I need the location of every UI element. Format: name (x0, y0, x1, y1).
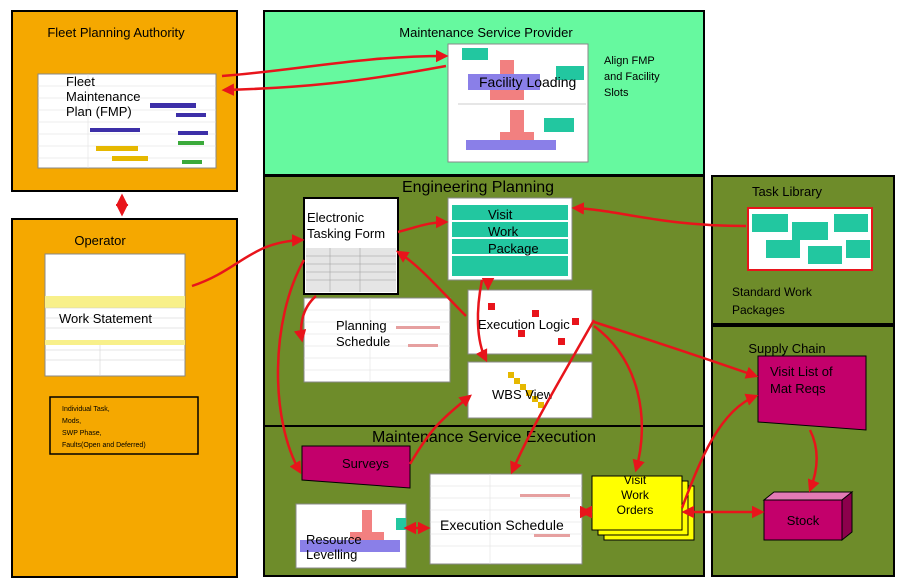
wbs-view-chart (467, 361, 593, 419)
facility-loading-chart (447, 43, 589, 163)
tasking-form-label-line-1: Electronic (307, 210, 365, 225)
work-orders-label-line-2: Work (621, 488, 650, 502)
arrow-surveys-to-wbs (408, 394, 472, 465)
work-orders-label-line-1: Visit (624, 473, 647, 487)
msp-title: Maintenance Service Provider (399, 25, 573, 40)
planning-schedule-label-line-1: Planning (336, 318, 387, 333)
stock-box (762, 490, 854, 542)
align-note-line-2: and Facility (604, 71, 660, 83)
standard-packages-label-line-1: Standard Work (732, 285, 813, 299)
surveys-label: Surveys (342, 456, 389, 471)
work-orders-label-line-3: Orders (617, 503, 654, 517)
operator-title: Operator (74, 233, 126, 248)
arrow-visit-to-wbs (475, 279, 488, 363)
execution-schedule-document (429, 473, 583, 565)
standard-work-packages-card (747, 207, 873, 271)
connectors (115, 49, 820, 535)
arrow-logic-to-tasking-form (395, 250, 467, 317)
arrow-tasking-to-surveys (276, 259, 306, 475)
fmp-document (37, 73, 217, 169)
execution-logic-label: Execution Logic (478, 317, 570, 332)
arrow-facility-to-fmp (221, 64, 447, 96)
surveys-document (301, 445, 411, 489)
resource-levelling-label-line-1: Resource (306, 532, 362, 547)
visit-package-label-line-2: Work (488, 224, 519, 239)
arrow-work-orders-to-mat-reqs (680, 393, 759, 509)
task-library-title: Task Library (752, 184, 823, 199)
operator-note-2: Mods, (62, 418, 81, 425)
mat-reqs-label-line-1: Visit List of (770, 364, 833, 379)
standard-packages-label-line-2: Packages (732, 303, 785, 317)
operator-note-1: Individual Task, (62, 406, 110, 413)
arrow-tasking-to-visit-package (397, 215, 449, 234)
operator-note-3: SWP Phase, (62, 430, 102, 437)
planning-schedule-label-line-2: Schedule (336, 334, 390, 349)
arrow-logic-to-execution-schedule (510, 319, 596, 475)
tasking-form-label-line-2: Tasking Form (307, 226, 385, 241)
electronic-tasking-form (303, 197, 399, 295)
execution-logic-diagram (467, 289, 593, 355)
visit-work-orders-stack (591, 475, 695, 541)
align-note-line-1: Align FMP (604, 55, 655, 67)
arrow-library-to-visit-package (571, 202, 747, 228)
fmp-label-line-1: Fleet (66, 74, 95, 89)
visit-work-package (447, 197, 573, 281)
mat-reqs-label-line-2: Mat Reqs (770, 381, 826, 396)
operator-notes-box (49, 396, 199, 455)
arrow-fmp-to-facility (221, 49, 449, 78)
mse-title: Maintenance Service Execution (372, 429, 596, 446)
supply-chain-title: Supply Chain (748, 341, 825, 356)
visit-package-label-line-3: Package (488, 241, 539, 256)
operator-note-4: Faults(Open and Deferred) (62, 442, 146, 449)
fpa-title: Fleet Planning Authority (47, 25, 185, 40)
planning-schedule-document (303, 297, 451, 383)
arrow-logic-to-work-orders (593, 324, 645, 473)
resource-levelling-chart (295, 503, 407, 569)
resource-levelling-label-line-2: Levelling (306, 547, 357, 562)
work-statement-label: Work Statement (59, 311, 152, 326)
work-statement-document (44, 253, 186, 377)
arrow-mat-reqs-to-stock (807, 429, 820, 493)
arrow-tasking-to-planning (293, 295, 317, 343)
align-note-line-3: Slots (604, 87, 629, 99)
facility-loading-label: Facility Loading (479, 74, 576, 90)
fmp-label-line-3: Plan (FMP) (66, 104, 132, 119)
arrow-operator-to-tasking-form (191, 234, 305, 288)
wbs-view-label: WBS View (492, 387, 554, 402)
fmp-label-line-2: Maintenance (66, 89, 140, 104)
engineering-title: Engineering Planning (402, 179, 554, 196)
arrow-logic-to-mat-reqs (593, 320, 759, 379)
execution-schedule-label: Execution Schedule (440, 517, 564, 533)
stock-label: Stock (787, 513, 820, 528)
visit-package-label-line-1: Visit (488, 207, 513, 222)
